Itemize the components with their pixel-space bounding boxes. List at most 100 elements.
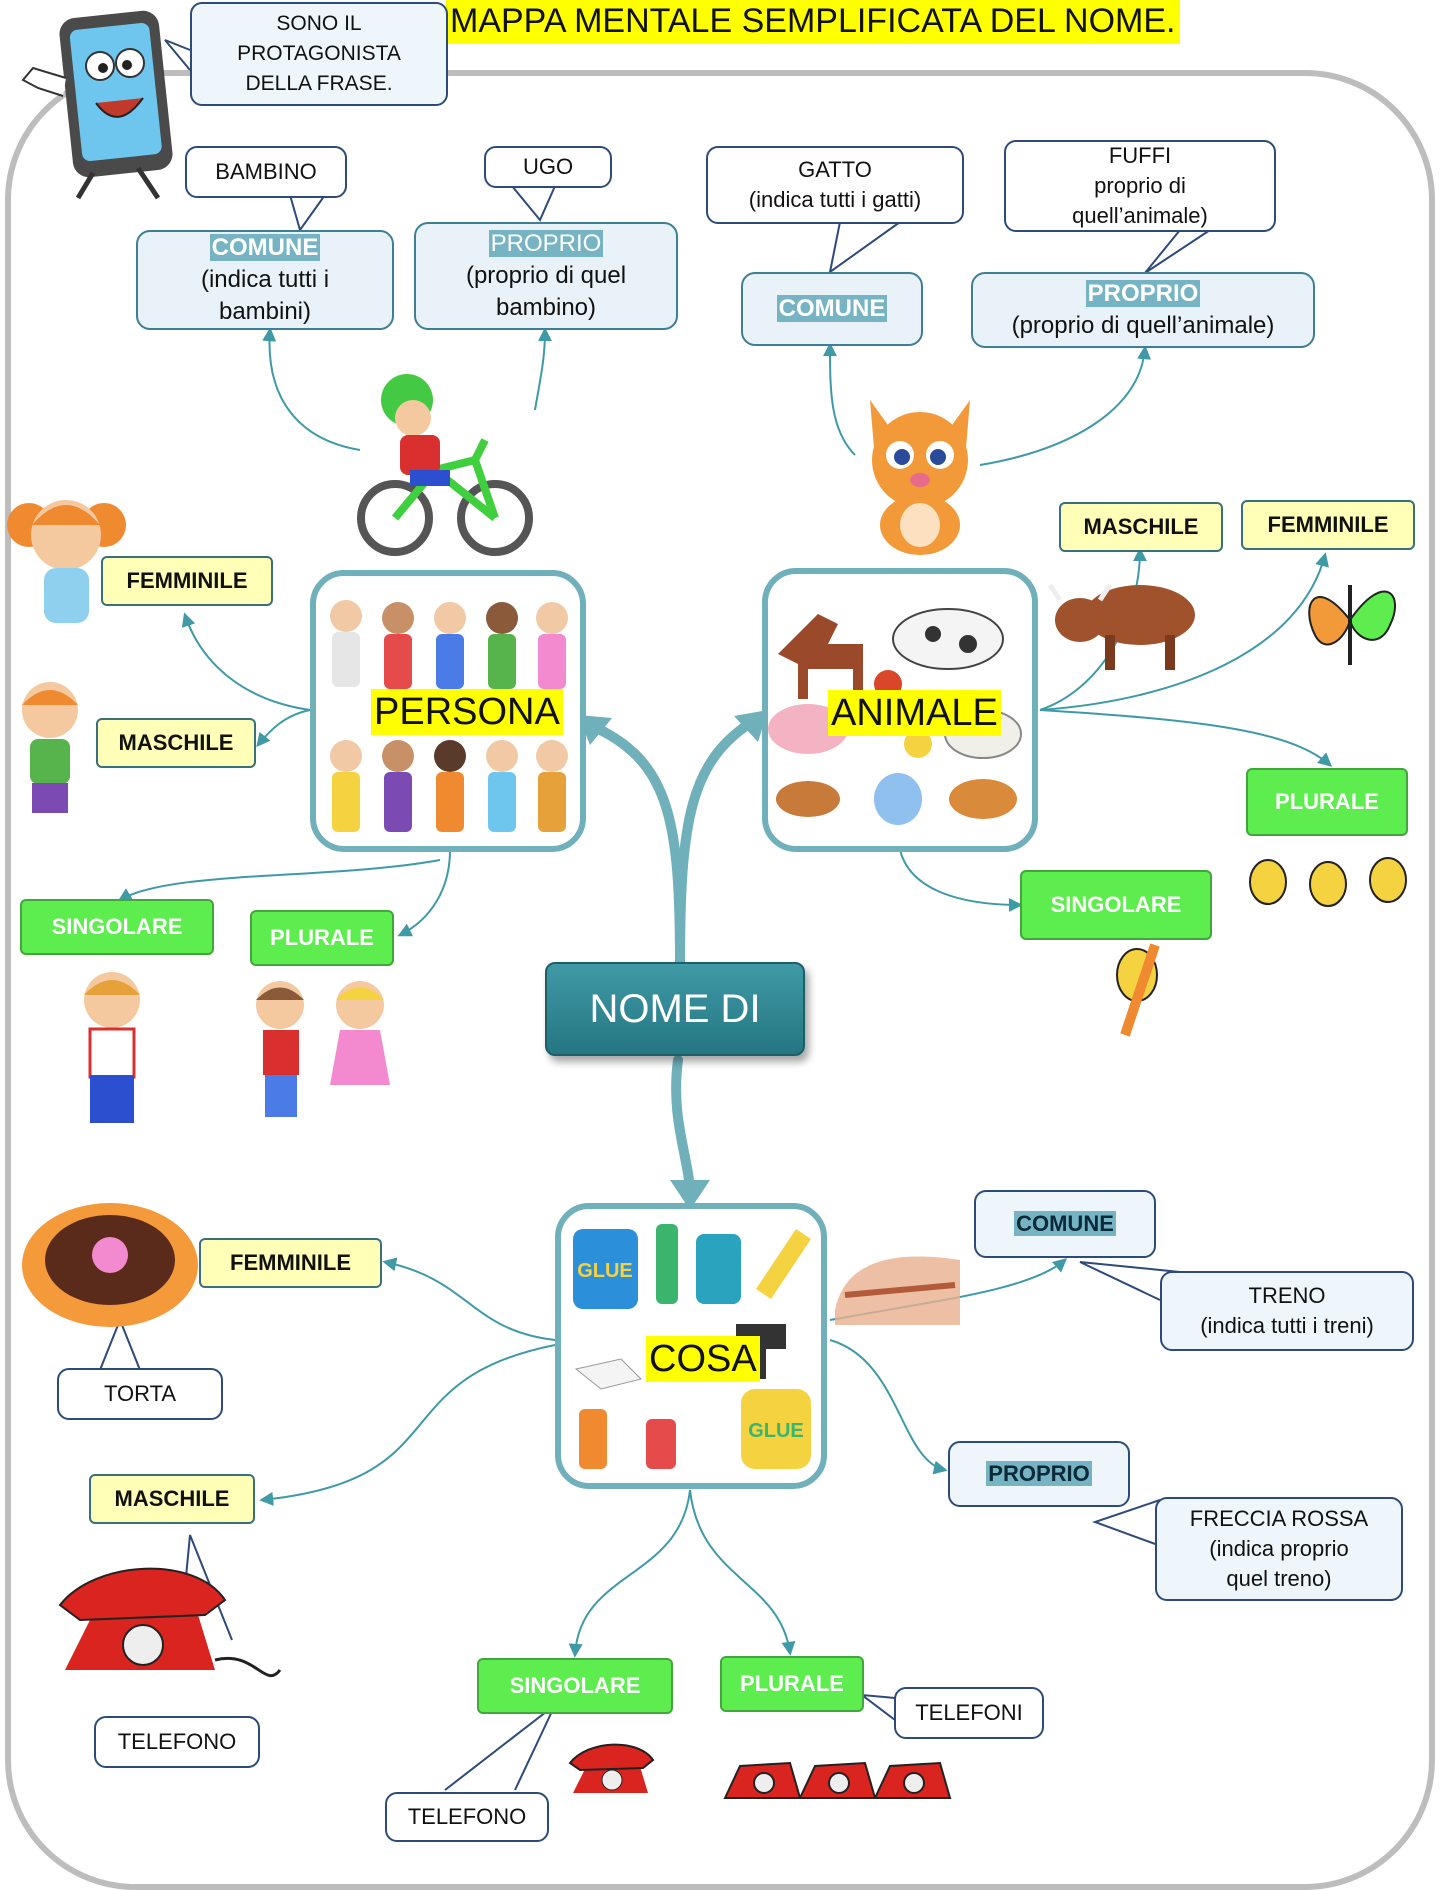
animale-comune-box: COMUNE [741, 272, 923, 346]
link-persona-femminile [181, 612, 311, 711]
page-title: MAPPA MENTALE SEMPLIFICATA DEL NOME. [446, 0, 1180, 44]
cosa-femminile-label: FEMMINILE [199, 1238, 382, 1288]
cosa-singolare-label: SINGOLARE [477, 1658, 673, 1714]
pointer-treno [1079, 1261, 1201, 1301]
callout-ugo: UGO [484, 146, 612, 188]
callout-freccia-rossa: FRECCIA ROSSA (indica proprio quel treno… [1155, 1497, 1403, 1601]
cake-icon [22, 1203, 198, 1327]
proprio-tag: PROPRIO [986, 1461, 1092, 1486]
proprio-desc-line: (proprio di quel [465, 262, 627, 289]
cosa-maschile-label: MASCHILE [89, 1474, 255, 1524]
pointer-gatto [828, 221, 901, 275]
callout-text: FUFFI [1108, 143, 1172, 168]
pointer-bambino [289, 194, 326, 233]
proprio-tag: PROPRIO [1085, 280, 1201, 307]
link-persona-singolare [117, 859, 441, 902]
proprio-tag: PROPRIO [488, 230, 604, 257]
comune-tag: COMUNE [1014, 1211, 1116, 1236]
single-telephone-icon [568, 1743, 655, 1793]
link-persona-plurale [397, 849, 451, 937]
callout-telefono-bottom: TELEFONO [385, 1792, 549, 1842]
callout-text: BAMBINO [215, 159, 317, 184]
single-boy-icon [84, 972, 140, 1123]
animale-label: ANIMALE [828, 690, 1001, 736]
callout-torta: TORTA [57, 1368, 223, 1420]
link-animale-proprio [979, 345, 1152, 466]
glue-text: GLUE [577, 1260, 633, 1282]
glue-tools-icon: GLUE GLUE [573, 1224, 811, 1469]
proprio-desc: (proprio di quell’animale) [1011, 312, 1275, 339]
bees-group-icon [1249, 857, 1407, 907]
arrowhead-persona [578, 715, 612, 745]
pointer-mascot [164, 39, 191, 71]
single-bee-icon [1116, 943, 1160, 1037]
cosa-label: COSA [646, 1336, 760, 1382]
pointer-telefoni [858, 1693, 896, 1721]
animale-maschile-label: MASCHILE [1059, 502, 1223, 552]
link-persona-proprio [534, 327, 552, 411]
arrowhead-animale [734, 710, 768, 742]
link-cosa-singolare [568, 1489, 691, 1658]
arrowhead-cosa [670, 1180, 710, 1210]
link-animale-singolare [899, 849, 1023, 912]
children-group-icon [330, 600, 568, 832]
animale-hub: ANIMALE [762, 568, 1038, 852]
link-animale-comune [823, 342, 856, 456]
pointer-telefono-bottom [444, 1704, 556, 1791]
link-persona-comune [262, 327, 361, 451]
pointer-freccia [1091, 1499, 1161, 1546]
callout-text: TELEFONI [915, 1700, 1023, 1725]
cosa-plurale-label: PLURALE [720, 1656, 864, 1712]
callout-text: TORTA [103, 1381, 177, 1406]
bull-icon [1047, 583, 1195, 670]
callout-text: TELEFONO [407, 1804, 527, 1829]
phone-mascot-icon [21, 10, 173, 200]
glue-text: GLUE [748, 1420, 804, 1442]
callout-telefono-left: TELEFONO [94, 1716, 260, 1768]
callout-text: quel treno) [1226, 1566, 1332, 1591]
butterfly-icon [1308, 585, 1396, 665]
callout-text: proprio di [1094, 173, 1186, 198]
persona-hub: PERSONA [310, 570, 586, 852]
link-cosa-proprio [829, 1339, 948, 1475]
callout-text: TELEFONO [117, 1729, 237, 1754]
girl-icon [7, 500, 126, 623]
link-animale-femminile [1039, 552, 1329, 711]
persona-comune-box: COMUNE (indica tutti i bambini) [136, 230, 394, 330]
animale-singolare-label: SINGOLARE [1020, 870, 1212, 940]
callout-text: (indica tutti i gatti) [748, 187, 922, 212]
cat-icon [870, 400, 970, 555]
link-cosa-femminile [382, 1257, 556, 1341]
persona-femminile-label: FEMMINILE [101, 556, 273, 606]
animale-femminile-label: FEMMINILE [1241, 500, 1415, 550]
callout-gatto: GATTO (indica tutti i gatti) [706, 146, 964, 224]
mascot-bubble-line: DELLA FRASE. [245, 72, 393, 95]
boy-icon [22, 682, 78, 813]
link-cosa-plurale [689, 1489, 796, 1656]
mascot-bubble-line: PROTAGONISTA [237, 42, 401, 65]
cosa-proprio-box: PROPRIO [948, 1441, 1130, 1507]
red-telephone-icon [58, 1567, 282, 1678]
persona-singolare-label: SINGOLARE [20, 899, 214, 955]
proprio-desc-line: bambino) [495, 294, 597, 321]
mascot-speech-bubble: SONO IL PROTAGONISTA DELLA FRASE. [190, 2, 448, 106]
comune-tag: COMUNE [209, 234, 321, 261]
link-persona-maschile [256, 709, 311, 748]
animale-proprio-box: PROPRIO (proprio di quell’animale) [971, 272, 1315, 348]
link-cosa-maschile [259, 1344, 556, 1506]
comune-desc-line: (indica tutti i [200, 266, 330, 293]
boy-on-bike-icon [357, 374, 533, 556]
persona-label: PERSONA [371, 689, 563, 735]
link-animale-plurale [1039, 709, 1333, 767]
callout-text: quell’animale) [1072, 203, 1208, 228]
pointer-fuffi [1144, 229, 1211, 274]
comune-tag: COMUNE [776, 295, 888, 322]
callout-text: TRENO [1248, 1283, 1326, 1308]
arrow-to-persona [585, 720, 685, 970]
callout-text: GATTO [798, 157, 872, 182]
callout-treno: TRENO (indica tutti i treni) [1160, 1271, 1414, 1351]
persona-plurale-label: PLURALE [250, 910, 394, 966]
callout-fuffi: FUFFI proprio di quell’animale) [1004, 140, 1276, 232]
cosa-hub: GLUE GLUE COSA [555, 1203, 827, 1489]
persona-maschile-label: MASCHILE [96, 718, 256, 768]
